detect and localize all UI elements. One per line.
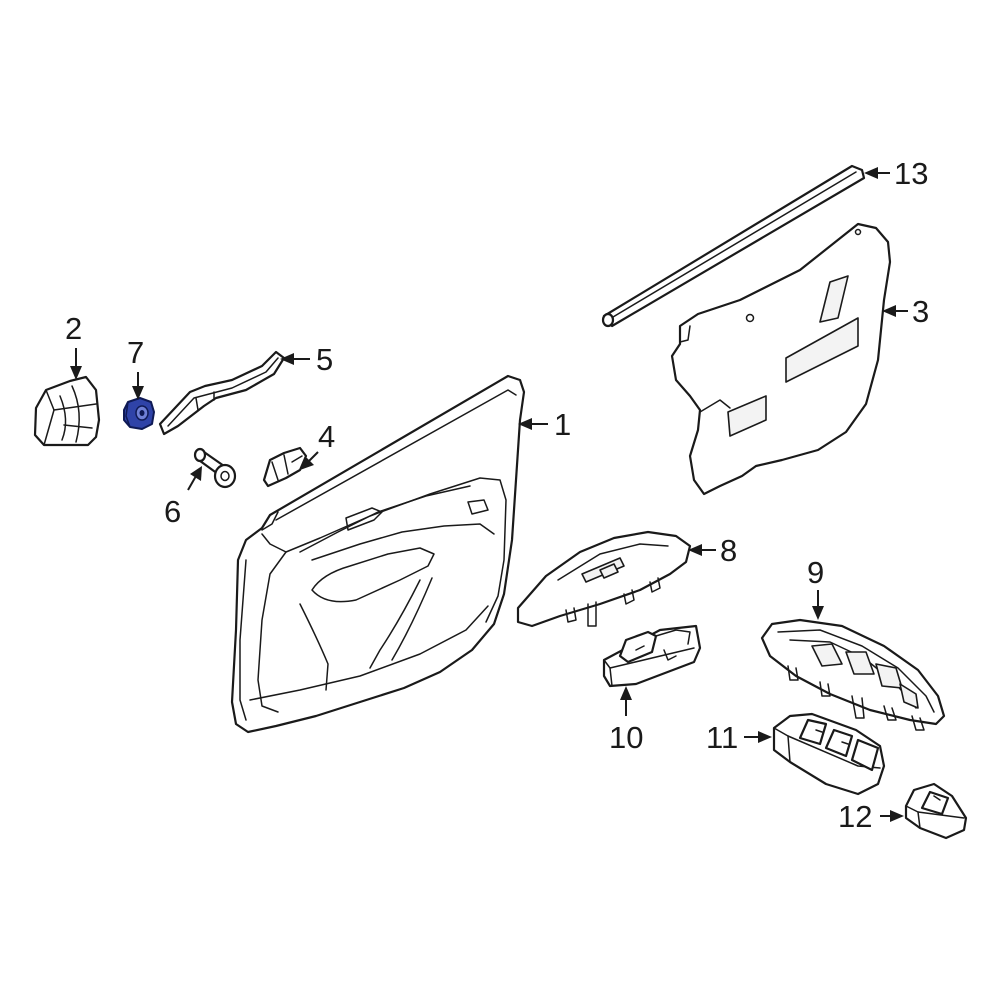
callout-labels: 1 2 3 4 5 6 7 8 9 10 11 12 13 [65,156,929,834]
part-3-water-shield[interactable] [670,222,892,496]
callout-9: 9 [807,555,824,590]
callout-12: 12 [838,799,872,834]
part-12-window-switch[interactable] [904,782,968,840]
callout-1: 1 [554,407,571,442]
part-6-screw[interactable] [193,447,237,489]
leader-lines [70,167,908,822]
callout-13: 13 [894,156,928,191]
part-10-window-switch[interactable] [602,624,702,688]
callout-5: 5 [316,342,333,377]
part-13-weatherstrip[interactable] [601,164,866,328]
part-4-clip-bracket[interactable] [262,446,308,488]
callout-8: 8 [720,533,737,568]
callout-4: 4 [318,419,335,454]
part-8-switch-bezel[interactable] [516,530,692,628]
part-5-trim-strip[interactable] [158,350,286,436]
callout-10: 10 [609,720,643,755]
part-1-door-trim-panel[interactable] [230,374,526,734]
callout-11: 11 [706,720,738,755]
part-11-master-switch[interactable] [772,712,886,796]
part-2-insulator[interactable] [33,375,101,447]
callout-2: 2 [65,311,82,346]
part-7-clip-nut[interactable] [123,397,155,430]
callout-6: 6 [164,494,181,529]
part-9-switch-bezel[interactable] [760,618,946,731]
callout-7: 7 [127,335,144,370]
callout-3: 3 [912,294,929,329]
